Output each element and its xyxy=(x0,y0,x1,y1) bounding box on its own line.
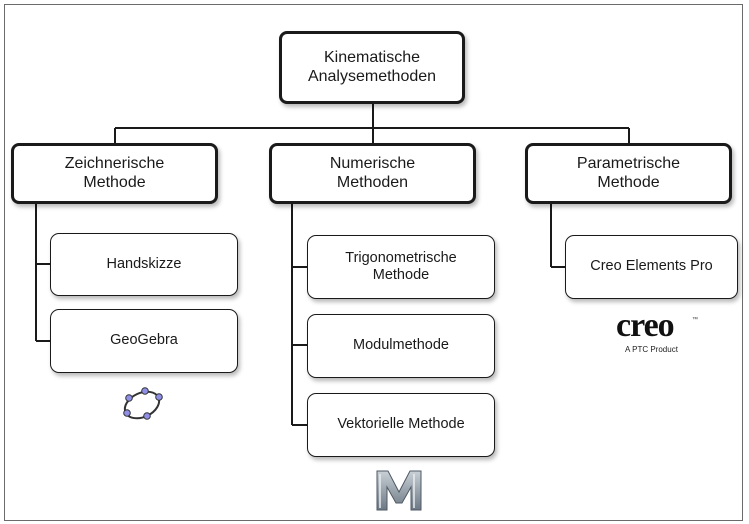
method-label: Trigonometrische Methode xyxy=(345,249,457,283)
category-parametrische: Parametrische Methode xyxy=(525,143,732,204)
method-trigonometrische: Trigonometrische Methode xyxy=(307,235,495,299)
creo-logo-word: creo xyxy=(616,307,675,344)
category-zeichnerische: Zeichnerische Methode xyxy=(11,143,218,204)
category-label: Zeichnerische Methode xyxy=(64,154,165,191)
creo-logo-tagline: A PTC Product xyxy=(625,345,678,354)
root-label: Kinematische Analysemethoden xyxy=(307,48,437,85)
creo-logo-trademark: ™ xyxy=(692,317,698,323)
method-modulmethode: Modulmethode xyxy=(307,314,495,378)
method-label: Vektorielle Methode xyxy=(337,416,465,433)
method-handskizze: Handskizze xyxy=(50,233,238,296)
root-node: Kinematische Analysemethoden xyxy=(279,31,465,104)
category-label: Parametrische Methode xyxy=(576,154,681,191)
geogebra-ellipse-icon xyxy=(123,387,163,420)
method-label: Handskizze xyxy=(106,255,182,272)
category-label: Numerische Methoden xyxy=(329,154,416,191)
method-label: Modulmethode xyxy=(353,337,449,354)
method-creo-elements-pro: Creo Elements Pro xyxy=(565,235,738,299)
category-numerische: Numerische Methoden xyxy=(269,143,476,204)
method-label: Creo Elements Pro xyxy=(590,258,713,275)
mathcad-m-icon xyxy=(376,470,422,511)
method-geogebra: GeoGebra xyxy=(50,309,238,373)
method-vektorielle: Vektorielle Methode xyxy=(307,393,495,457)
method-label: GeoGebra xyxy=(110,332,178,349)
